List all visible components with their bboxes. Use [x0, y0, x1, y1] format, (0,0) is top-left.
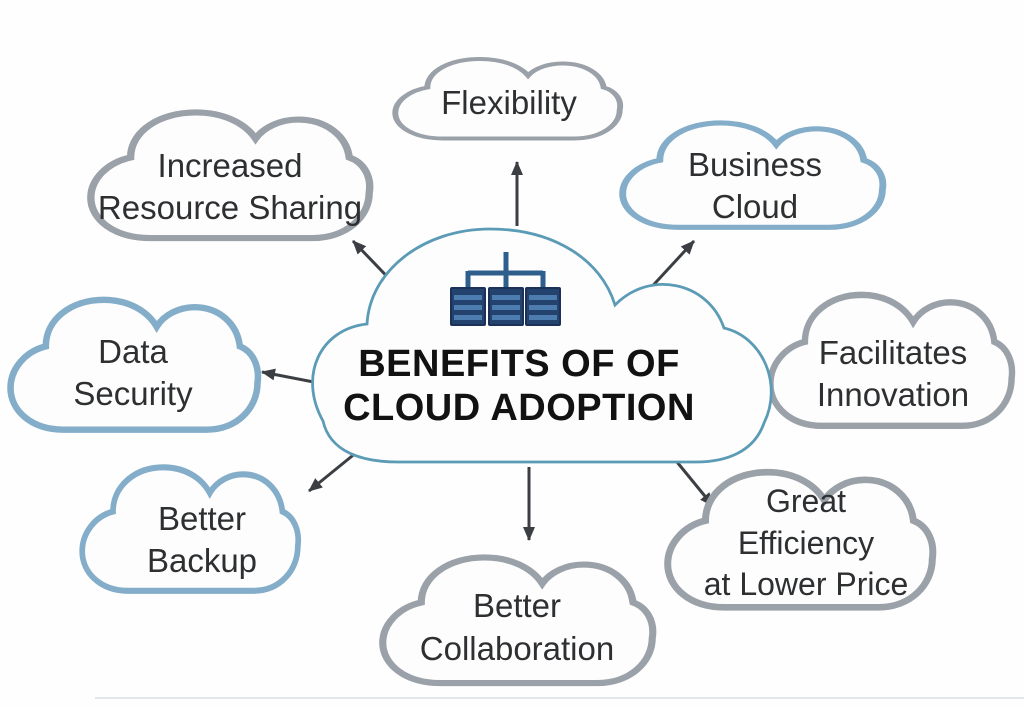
- cloud-flexibility: Flexibility: [395, 59, 620, 139]
- benefit-label: Resource Sharing: [98, 189, 362, 226]
- cloud-great-efficiency: Great Efficiency at Lower Price: [668, 472, 933, 607]
- server-box-1: [450, 287, 486, 326]
- benefit-label: Better: [158, 500, 246, 537]
- cloud-data-security: Data Security: [11, 300, 258, 430]
- benefit-label: Efficiency: [738, 525, 874, 561]
- arrow-to-great-efficiency: [675, 461, 715, 507]
- arrow-to-better-backup: [308, 450, 358, 493]
- benefit-label: Backup: [147, 542, 257, 579]
- benefit-label: Facilitates: [819, 334, 968, 371]
- cloud-increased-resource-sharing: Increased Resource Sharing: [91, 112, 370, 238]
- center-title-line-1: BENEFITS OF OF: [358, 343, 680, 385]
- benefit-label: at Lower Price: [704, 566, 909, 602]
- cloud-better-collaboration: Better Collaboration: [383, 557, 653, 683]
- benefit-label: Cloud: [712, 188, 798, 225]
- center-cloud-outline: [311, 227, 773, 464]
- cloud-better-backup: Better Backup: [82, 467, 298, 590]
- benefit-label: Innovation: [817, 376, 969, 413]
- benefit-label: Data: [98, 333, 168, 370]
- cloud-business-cloud: Business Cloud: [623, 123, 883, 227]
- benefit-label: Increased: [158, 147, 303, 184]
- center-title-line-2: CLOUD ADOPTION: [343, 387, 695, 429]
- server-network-icon: [450, 252, 561, 326]
- benefit-label: Better: [473, 587, 561, 624]
- server-box-2: [488, 287, 524, 326]
- cloud-facilitates-innovation: Facilitates Innovation: [770, 295, 1012, 426]
- benefit-label: Flexibility: [441, 84, 577, 121]
- center-cloud: BENEFITS OF OF CLOUD ADOPTION: [311, 227, 773, 464]
- benefit-label: Collaboration: [420, 630, 614, 667]
- benefit-label: Business: [688, 146, 822, 183]
- benefit-label: Security: [73, 375, 193, 412]
- benefit-label: Great: [766, 483, 846, 519]
- server-box-3: [525, 287, 561, 326]
